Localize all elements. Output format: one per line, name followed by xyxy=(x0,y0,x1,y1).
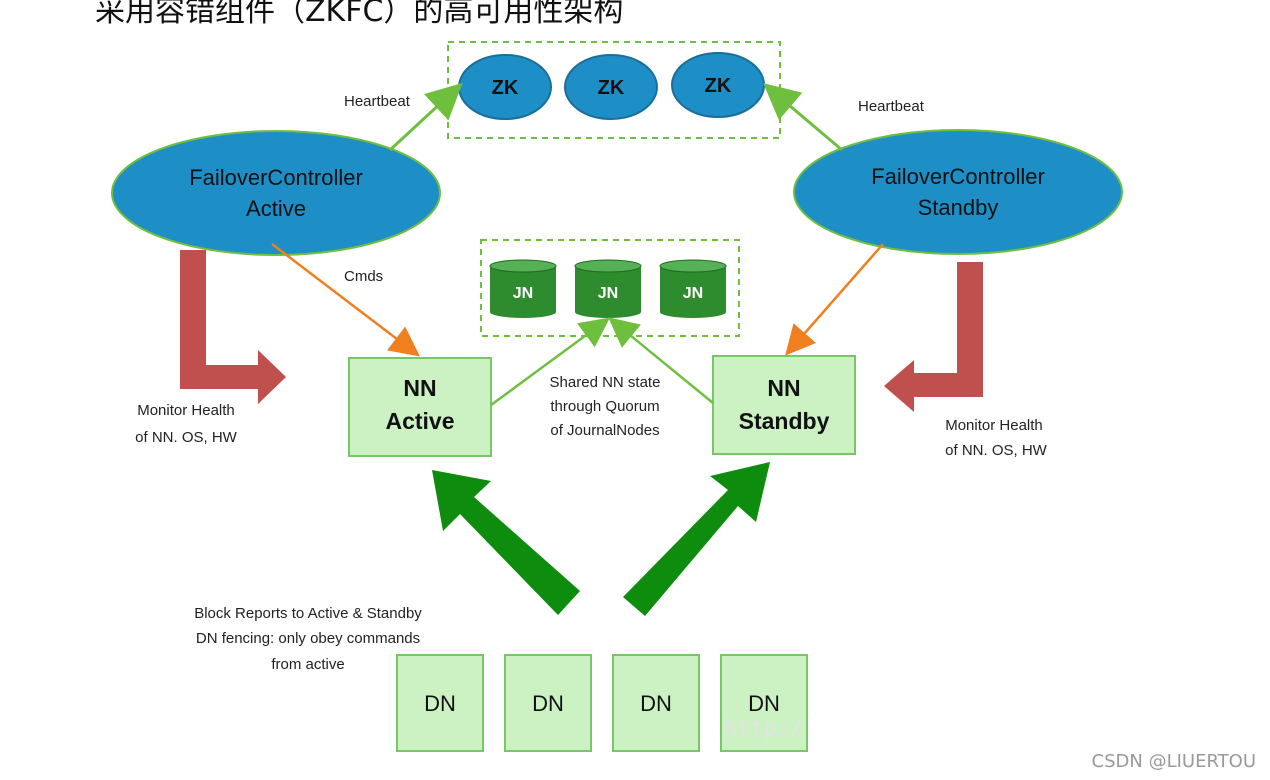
zk-label-2: ZK xyxy=(598,77,625,99)
namenode-active: NN Active xyxy=(348,357,492,457)
cmds-label: Cmds xyxy=(344,268,383,285)
monitor-label-right-line1: Monitor Health xyxy=(945,417,1043,434)
heartbeat-label-left: Heartbeat xyxy=(344,93,411,110)
dn-label-1: DN xyxy=(424,691,456,716)
fc-active-line2: Active xyxy=(246,196,306,221)
jn-label-1: JN xyxy=(513,285,533,302)
shared-label-line3: of JournalNodes xyxy=(550,422,659,439)
faint-url-text: http:/ xyxy=(724,716,804,741)
monitor-label-left-line1: Monitor Health xyxy=(137,402,235,419)
monitor-arrow-left xyxy=(180,250,286,404)
dn-label-3: DN xyxy=(640,691,672,716)
monitor-label-right-line2: of NN. OS, HW xyxy=(945,442,1048,459)
jn-node-1: JN xyxy=(489,259,557,318)
jn-group-box xyxy=(480,239,740,337)
shared-label-line2: through Quorum xyxy=(550,398,659,415)
cmds-arrow-right xyxy=(785,243,884,356)
jn-node-3: JN xyxy=(659,259,727,318)
datanode-2: DN xyxy=(504,654,592,752)
zk-node-1: ZK xyxy=(458,54,552,120)
fc-standby-line1: FailoverController xyxy=(871,164,1045,189)
block-arrow-active xyxy=(432,470,580,615)
fc-standby-line2: Standby xyxy=(918,195,999,220)
cmds-arrow-left xyxy=(271,243,420,357)
shared-label-line1: Shared NN state xyxy=(550,374,661,391)
failover-controller-active: FailoverController Active xyxy=(111,130,441,256)
header-text: 采用容错组件（ZKFC）的高可用性架构 xyxy=(95,0,624,29)
dn-label-2: DN xyxy=(532,691,564,716)
fc-active-line1: FailoverController xyxy=(189,165,363,190)
nn-standby-line2: Standby xyxy=(739,408,830,434)
monitor-arrow-right xyxy=(884,262,983,412)
block-label-line2: DN fencing: only obey commands xyxy=(196,630,420,647)
zk-node-3: ZK xyxy=(671,52,765,118)
datanode-3: DN xyxy=(612,654,700,752)
nn-active-line1: NN xyxy=(403,375,436,401)
nn-standby-line1: NN xyxy=(767,375,800,401)
heartbeat-label-right: Heartbeat xyxy=(858,98,925,115)
datanode-1: DN xyxy=(396,654,484,752)
heartbeat-arrow-left xyxy=(388,82,463,152)
nn-active-line2: Active xyxy=(385,408,454,434)
datanode-4: DN xyxy=(720,654,808,752)
zk-node-2: ZK xyxy=(564,54,658,120)
dn-label-4: DN xyxy=(748,691,780,716)
jn-label-3: JN xyxy=(683,285,703,302)
namenode-standby: NN Standby xyxy=(712,355,856,455)
heartbeat-arrow-right xyxy=(763,83,843,152)
block-label-line1: Block Reports to Active & Standby xyxy=(194,605,422,622)
monitor-label-left-line2: of NN. OS, HW xyxy=(135,429,238,446)
block-label-line3: from active xyxy=(271,656,344,673)
block-arrow-standby xyxy=(623,462,770,616)
shared-arrow-active xyxy=(490,317,611,407)
zk-label-1: ZK xyxy=(492,77,519,99)
jn-label-2: JN xyxy=(598,285,618,302)
csdn-watermark: CSDN @LIUERTOU xyxy=(1091,751,1256,772)
jn-node-2: JN xyxy=(574,259,642,318)
shared-arrow-standby xyxy=(608,317,714,404)
failover-controller-standby: FailoverController Standby xyxy=(793,129,1123,255)
zk-label-3: ZK xyxy=(705,75,732,97)
